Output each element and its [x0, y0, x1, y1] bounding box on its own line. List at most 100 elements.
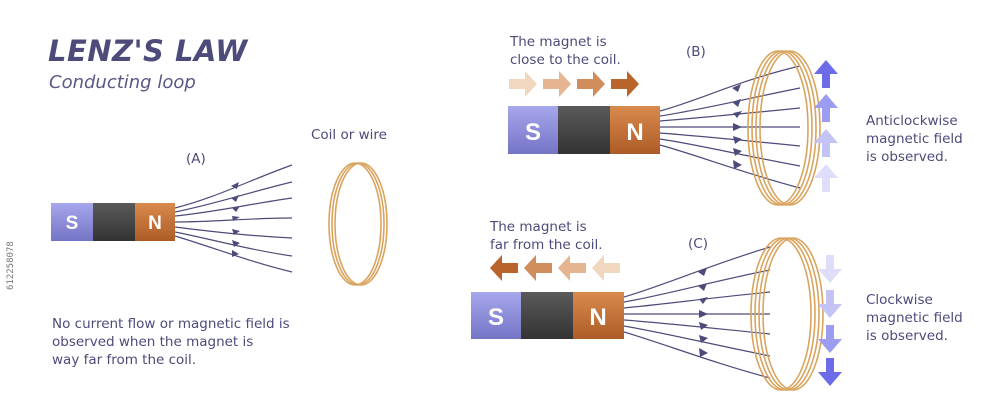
panel-b-note-line: The magnet is — [510, 34, 607, 50]
panel-c-note: The magnet is far from the coil. — [490, 218, 603, 254]
panel-a-label: (A) — [186, 151, 206, 167]
coil-ring — [328, 162, 382, 286]
right-arrow-icon — [577, 71, 605, 97]
up-arrow-icon — [814, 60, 838, 88]
magnet-a-n-text: N — [148, 213, 162, 234]
field-line — [623, 325, 771, 357]
magnet-a: S N — [51, 203, 175, 241]
field-line — [623, 246, 771, 298]
left-arrow-icon — [524, 255, 552, 281]
magnet-b: S N — [508, 106, 660, 154]
panel-a-caption-line: way far from the coil. — [52, 352, 197, 368]
panel-c-caption-line: Clockwise — [866, 292, 933, 308]
field-line — [659, 144, 801, 189]
magnet-c-s-pole — [471, 292, 521, 339]
panel-c-note-line: far from the coil. — [490, 237, 603, 253]
arrowhead — [232, 206, 240, 212]
field-lines-a — [174, 164, 293, 273]
panel-c-caption-line: magnetic field — [866, 310, 963, 326]
arrowhead — [733, 160, 742, 169]
arrowhead — [232, 216, 240, 221]
arrowhead — [733, 111, 742, 118]
arrowhead — [232, 229, 240, 235]
motion-arrows-c — [490, 255, 620, 281]
page-title: LENZ'S LAW — [48, 34, 248, 68]
panel-c-caption-line: is observed. — [866, 328, 948, 344]
magnet-c-n-text: N — [589, 304, 606, 331]
right-arrow-icon — [611, 71, 639, 97]
arrowhead — [733, 136, 742, 144]
field-line — [174, 197, 293, 217]
panel-a-caption-line: No current flow or magnetic field is — [52, 316, 290, 332]
field-line — [174, 217, 293, 223]
arrowhead — [231, 182, 239, 189]
magnet-b-n-pole — [610, 106, 660, 154]
down-arrow-icon — [818, 290, 842, 318]
field-line — [174, 226, 293, 239]
arrowhead — [232, 240, 240, 247]
magnet-b-middle — [558, 106, 610, 154]
arrowhead — [698, 283, 707, 291]
field-line — [659, 132, 801, 147]
panel-b-caption-line: Anticlockwise — [866, 113, 958, 129]
arrowhead — [699, 297, 708, 304]
up-arrow-icon — [814, 94, 838, 122]
down-arrow-icon — [818, 255, 842, 283]
coil-ring — [762, 237, 824, 391]
down-arrow-icon — [818, 325, 842, 353]
up-arrow-icon — [814, 129, 838, 157]
coil-label: Coil or wire — [311, 127, 387, 143]
right-arrow-icon — [509, 71, 537, 97]
right-arrow-icon — [543, 71, 571, 97]
left-arrow-icon — [490, 255, 518, 281]
arrowhead — [733, 148, 742, 156]
field-lines-c — [623, 246, 771, 379]
coil-ring — [751, 50, 813, 206]
field-arrows-c — [698, 268, 708, 357]
panel-b-caption: Anticlockwise magnetic field is observed… — [866, 112, 963, 166]
magnet-a-s-pole — [51, 203, 93, 241]
panel-a-caption: No current flow or magnetic field is obs… — [52, 315, 290, 369]
field-lines-b — [659, 65, 801, 189]
coil-b — [747, 50, 821, 206]
arrowhead — [732, 84, 741, 92]
up-arrow-icon — [814, 164, 838, 192]
field-arrows-b — [732, 84, 742, 169]
down-arrow-icon — [818, 358, 842, 386]
field-line — [623, 319, 771, 335]
field-line — [659, 65, 801, 112]
arrowhead — [699, 335, 708, 343]
panel-b-caption-line: is observed. — [866, 149, 948, 165]
panel-b-label: (B) — [686, 44, 706, 60]
panel-c-label: (C) — [688, 236, 708, 252]
arrowhead — [732, 99, 741, 107]
arrowhead — [698, 268, 707, 276]
field-line — [174, 164, 293, 209]
panel-a-caption-line: observed when the magnet is — [52, 334, 254, 350]
arrowhead — [699, 310, 708, 318]
field-line — [659, 138, 801, 167]
magnet-a-s-text: S — [66, 213, 79, 234]
panel-b-caption-line: magnetic field — [866, 131, 963, 147]
field-line — [623, 331, 771, 379]
field-line — [659, 87, 801, 117]
magnet-c: S N — [471, 292, 624, 339]
coil-c — [750, 237, 824, 391]
arrowhead — [231, 195, 239, 202]
magnet-c-n-pole — [573, 292, 624, 339]
field-line — [623, 269, 771, 303]
arrowhead — [699, 348, 708, 357]
coil-ring — [759, 50, 821, 206]
left-arrow-icon — [558, 255, 586, 281]
arrowhead — [232, 250, 239, 257]
coil-ring — [331, 162, 385, 286]
left-arrow-icon — [592, 255, 620, 281]
induced-arrows-c — [818, 255, 842, 386]
field-line — [174, 231, 293, 257]
arrowhead — [733, 123, 742, 131]
panel-b-note-line: close to the coil. — [510, 52, 621, 68]
motion-arrows-b — [509, 71, 639, 97]
magnet-b-s-text: S — [525, 119, 541, 146]
field-line — [623, 291, 771, 309]
